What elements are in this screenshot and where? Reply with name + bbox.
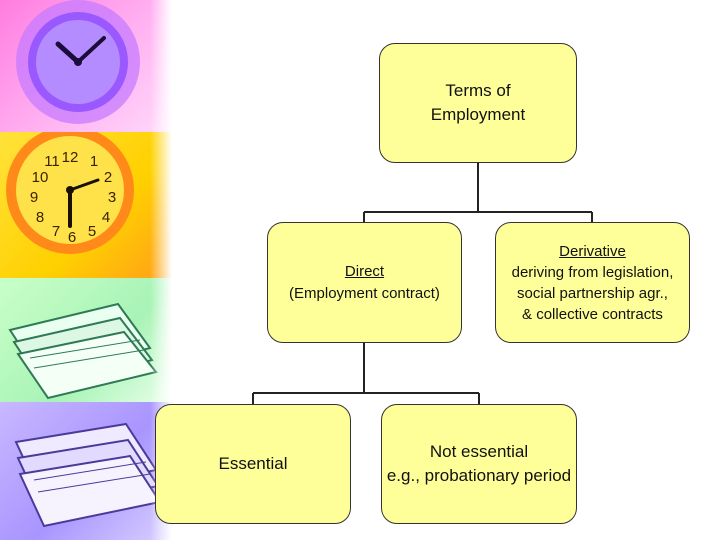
clock-numeral: 2 <box>104 169 112 186</box>
derivative-node: Derivative deriving from legislation, so… <box>495 222 690 343</box>
not-essential-node: Not essential e.g., probationary period <box>381 404 577 524</box>
pink-clock-panel <box>0 0 172 132</box>
green-papers-panel <box>0 278 172 402</box>
node-label: social partnership agr., <box>517 284 668 302</box>
node-label: Derivative <box>559 242 626 260</box>
clock-numeral: 5 <box>88 223 96 240</box>
clock-numeral: 4 <box>102 209 110 226</box>
clock-numeral: 12 <box>62 149 79 166</box>
clock-numeral: 8 <box>36 209 44 226</box>
node-label: & collective contracts <box>522 305 663 323</box>
clock-numeral: 9 <box>30 189 38 206</box>
terms-of-employment-node: Terms of Employment <box>379 43 577 163</box>
node-label: Essential <box>218 454 288 473</box>
clock-numeral: 7 <box>52 223 60 240</box>
clock-numeral: 6 <box>68 229 76 246</box>
clock-numeral: 3 <box>108 189 116 206</box>
node-label: e.g., probationary period <box>386 466 572 485</box>
paper-stack-icon <box>8 302 158 400</box>
node-label: deriving from legislation, <box>511 263 674 281</box>
purple-clock-icon <box>16 0 140 124</box>
node-label: Employment <box>430 105 526 124</box>
direct-node: Direct (Employment contract) <box>267 222 462 343</box>
node-label: Not essential <box>429 442 529 461</box>
node-label: Terms of <box>445 81 511 100</box>
clock-numeral: 1 <box>90 153 98 170</box>
essential-node: Essential <box>155 404 351 524</box>
node-label: (Employment contract) <box>289 284 440 302</box>
yellow-clock-panel: 12 1 2 3 4 5 6 7 8 9 10 11 <box>0 132 172 278</box>
decorative-image-strip: 12 1 2 3 4 5 6 7 8 9 10 11 <box>0 0 172 540</box>
orange-clock-icon: 12 1 2 3 4 5 6 7 8 9 10 11 <box>6 132 134 254</box>
clock-numeral: 11 <box>44 153 60 170</box>
clock-numeral: 10 <box>32 169 49 186</box>
node-label: Direct <box>344 262 385 280</box>
